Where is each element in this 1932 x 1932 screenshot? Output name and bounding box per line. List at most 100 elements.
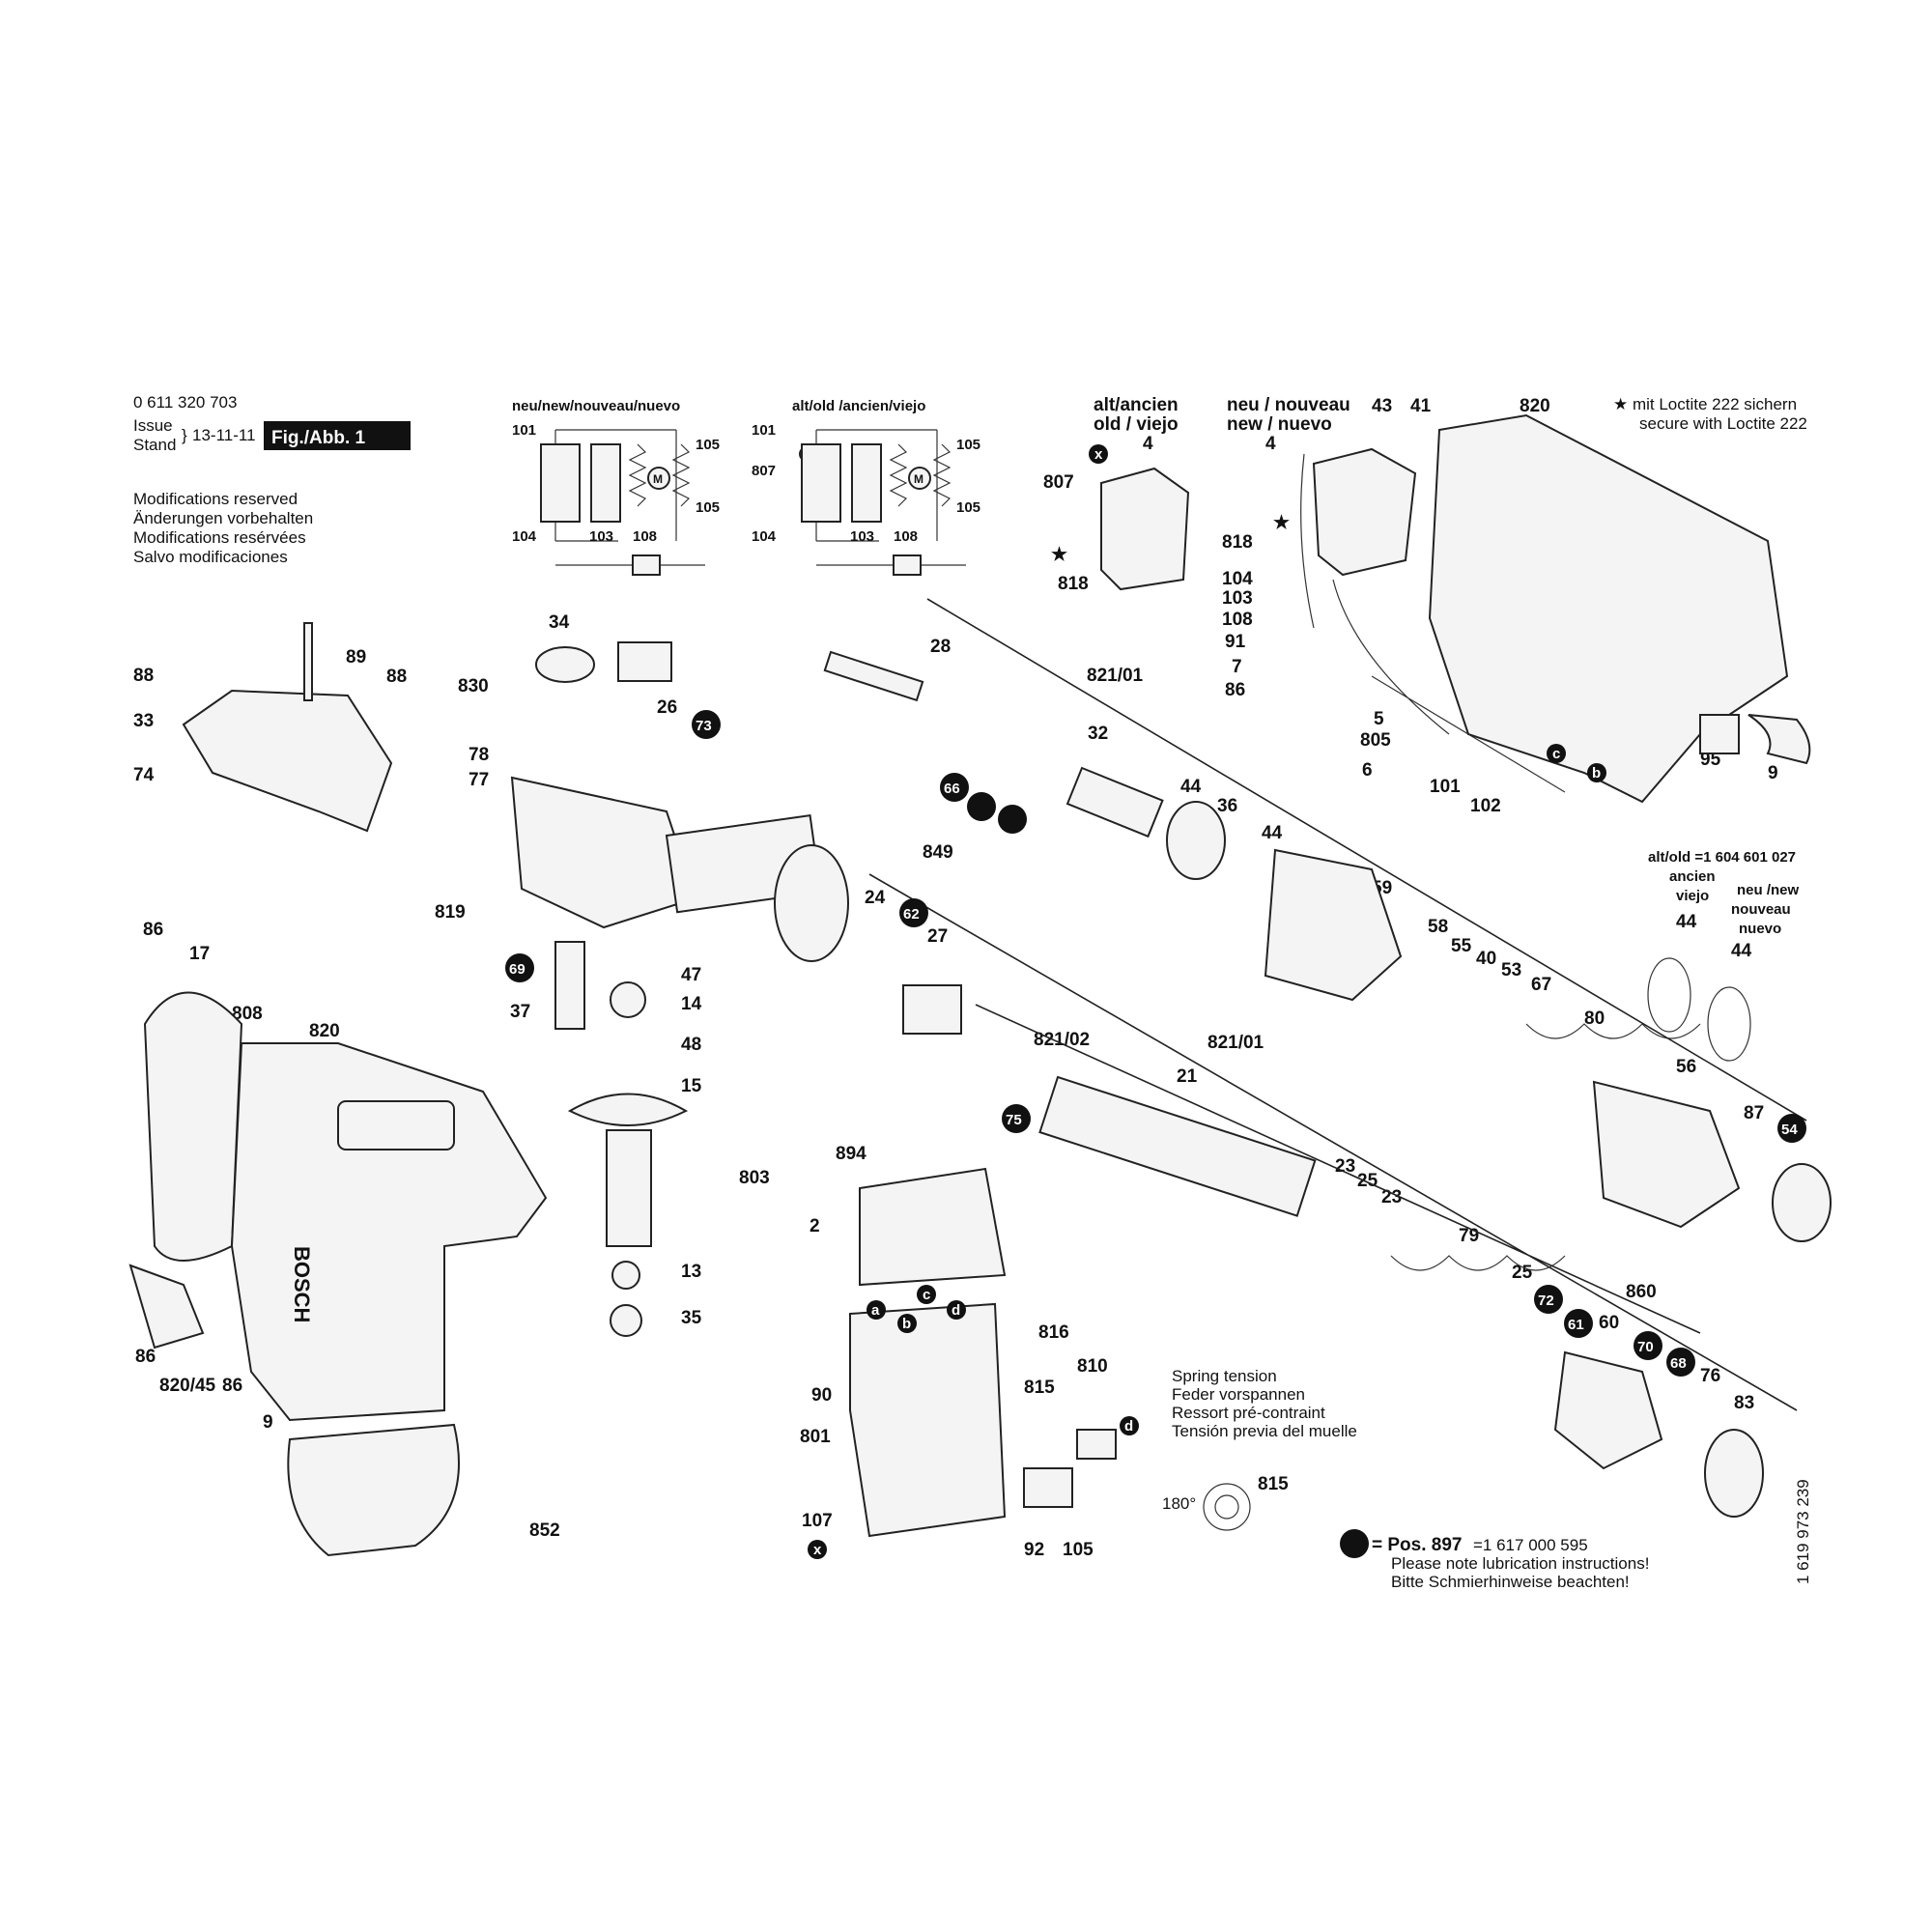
callout-89: 89: [346, 647, 366, 668]
gear-830: [535, 646, 595, 683]
brand-mark: BOSCH: [290, 1246, 314, 1322]
callout-107: 107: [802, 1511, 833, 1531]
figure-tag-box: [264, 421, 411, 450]
callout-818: 818: [1222, 532, 1253, 553]
callout-816: 816: [1038, 1322, 1069, 1343]
callout-88: 88: [386, 667, 407, 687]
callout-103: 103: [1222, 588, 1253, 609]
badges: 73 66 62 69 75 54 72 61 70 68 x x a b c …: [505, 444, 1806, 1559]
spring-note-es: Tensión previa del muelle: [1172, 1422, 1357, 1440]
callout-92: 92: [1024, 1540, 1044, 1560]
callout-77: 77: [469, 770, 489, 790]
callout-32: 32: [1088, 724, 1108, 744]
spring-note-group: Spring tension Feder vorspannen Ressort …: [1162, 1367, 1357, 1531]
svg-text:M: M: [653, 472, 663, 486]
percussion-group: 28 821/01 32 849 44 36 44 59 58 55 40 53…: [823, 598, 1832, 1518]
callout-26: 26: [657, 697, 677, 718]
callout-860: 860: [1626, 1282, 1657, 1302]
callout-101: 101: [1430, 777, 1461, 797]
callout-40: 40: [1476, 949, 1496, 969]
callout-17: 17: [189, 944, 210, 964]
schematic-old-title: alt/old /ancien/viejo: [792, 398, 925, 414]
callout-894: 894: [836, 1144, 867, 1164]
callout-819: 819: [435, 902, 466, 923]
schematic-old-field-coils: [889, 443, 952, 507]
callout-91: 91: [1225, 632, 1246, 652]
variant-44-old-label-1: ancien: [1669, 868, 1716, 885]
bearing-35: [610, 1304, 642, 1337]
drawing-number: 1 619 973 239: [1794, 1479, 1812, 1584]
schematic-new-title: neu/new/nouveau/nuevo: [512, 398, 680, 414]
callout-5: 5: [1374, 709, 1384, 729]
svg-text:73: 73: [696, 718, 712, 734]
callout-108: 108: [1222, 610, 1253, 630]
badge-69: 69: [505, 953, 534, 982]
lubrication-note-en: Please note lubrication instructions!: [1391, 1554, 1649, 1573]
doc-number: 0 611 320 703: [133, 393, 237, 412]
badge-75: 75: [1002, 1104, 1031, 1133]
callout-807: 807: [1043, 472, 1074, 493]
callout-44: 44: [1676, 912, 1697, 932]
nut-36: [1166, 801, 1226, 880]
lubrication-dot: [1340, 1529, 1369, 1558]
callout-803: 803: [739, 1168, 770, 1188]
callout-56: 56: [1676, 1057, 1696, 1077]
hammer-tube-21: [1038, 1075, 1317, 1217]
callout-48: 48: [681, 1035, 701, 1055]
svg-text:M: M: [914, 472, 923, 486]
variant-44-new-label-1: neu /new: [1737, 882, 1800, 898]
callout-53: 53: [1501, 960, 1521, 980]
circlip-old: [1647, 957, 1691, 1033]
callout-95: 95: [1700, 750, 1721, 770]
callout-807: 807: [752, 463, 776, 479]
stator-2: [859, 1167, 1007, 1287]
callout-90: 90: [811, 1385, 832, 1406]
callout-67: 67: [1531, 975, 1551, 995]
svg-text:62: 62: [903, 906, 920, 923]
callout-76: 76: [1700, 1366, 1720, 1386]
schematic-new-terminal: [632, 554, 661, 576]
badge-62: 62: [899, 898, 928, 927]
label-820-45: [128, 1264, 205, 1350]
assembly-guide-lines: [868, 598, 1807, 1411]
spring-icon: [1203, 1483, 1251, 1531]
callout-74: 74: [133, 765, 155, 785]
svg-text:b: b: [902, 1316, 911, 1332]
spring-80: [1525, 1023, 1701, 1039]
callout-13: 13: [681, 1262, 701, 1282]
con-rod-26: [617, 641, 672, 682]
callout-108: 108: [894, 528, 918, 545]
motor-symbol-icon: [647, 467, 670, 490]
lubrication-number: =1 617 000 595: [1473, 1536, 1588, 1554]
star-icon: ★: [1051, 545, 1067, 565]
callout-6: 6: [1362, 760, 1373, 781]
svg-text:c: c: [1552, 746, 1560, 762]
housing-vent: [337, 1100, 455, 1151]
switch-old-title-1: alt/ancien: [1094, 395, 1179, 415]
callout-101: 101: [512, 422, 536, 439]
loctite-note-de: ★ mit Loctite 222 sichern: [1613, 395, 1797, 413]
spring-part: 815: [1258, 1474, 1289, 1494]
callout-23: 23: [1335, 1156, 1355, 1177]
svg-text:a: a: [871, 1302, 880, 1319]
callout-58: 58: [1428, 917, 1448, 937]
callout-105: 105: [956, 499, 980, 516]
callout-104: 104: [512, 528, 537, 545]
schematic-new-cap: [590, 443, 621, 523]
callout-108: 108: [633, 528, 657, 545]
switch-old-title-2: old / viejo: [1094, 414, 1179, 435]
variant-44-group: alt/old =1 604 601 027 ancien viejo neu …: [1647, 849, 1800, 1062]
badge-b: b: [1587, 763, 1606, 782]
callout-852: 852: [529, 1520, 560, 1541]
svg-text:69: 69: [509, 961, 526, 978]
lubrication-dot: [998, 805, 1027, 834]
schematic-old-switch: [801, 443, 841, 523]
callout-78: 78: [469, 745, 489, 765]
callout-4: 4: [1265, 434, 1276, 454]
gear-housing-819: [510, 776, 697, 929]
callout-33: 33: [133, 711, 154, 731]
badge-c: c: [1547, 744, 1566, 763]
piston-821-01: [1065, 766, 1164, 838]
issue-brace: }: [182, 426, 187, 444]
lubrication-dot: [967, 792, 996, 821]
